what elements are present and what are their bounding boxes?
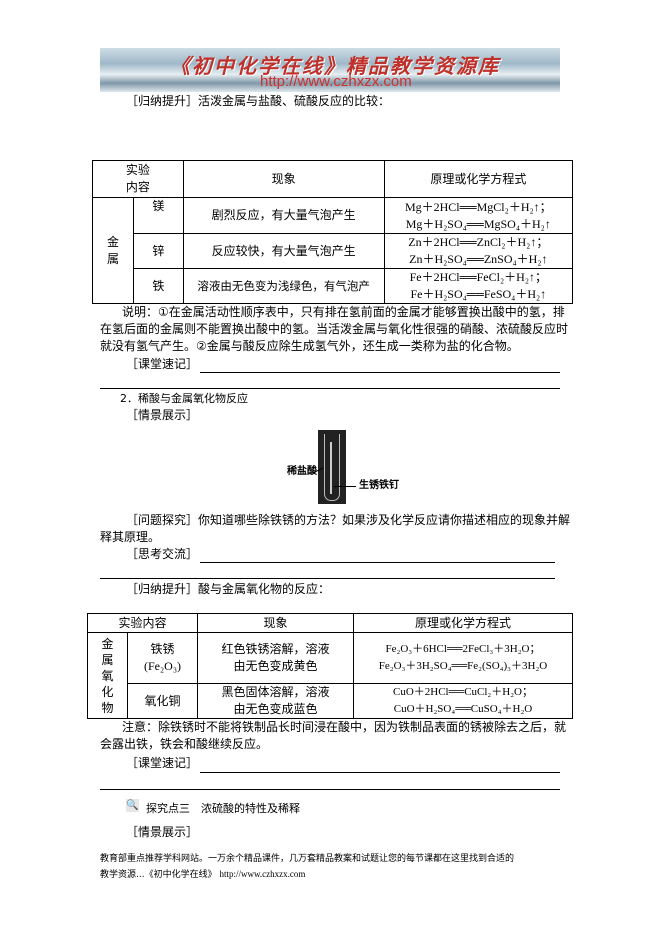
blank-line[interactable]	[100, 578, 555, 579]
banner-title: 《初中化学在线》精品教学资源库	[170, 54, 500, 78]
header-cell: 原理或化学方程式	[383, 160, 574, 198]
note-line: 就没有氢气产生。②金属与酸反应除生成氢气外，还生成一类称为盐的化合物。	[100, 339, 519, 353]
phenomenon-cell: 反应较快，有大量气泡产生	[182, 233, 385, 269]
equation-cell: CuO＋2HCl══CuCl₂＋H₂O；CuO＋H₂SO₄══CuSO₄＋H₂O	[353, 683, 573, 719]
equation-cell: Mg＋2HCl══MgCl₂＋H₂↑；Mg＋H₂SO₄══MgSO₄＋H₂↑	[383, 197, 574, 234]
header-cell: 实验内容	[92, 160, 184, 198]
equation-cell: Zn＋2HCl══ZnCl₂＋H₂↑；Zn＋H₂SO₄══ZnSO₄＋H₂↑	[383, 233, 574, 269]
banner-url[interactable]: http://www.czhxzx.com	[260, 73, 412, 90]
figure-label: 稀盐酸	[287, 466, 317, 477]
pointer-line	[334, 486, 356, 487]
metal-cell: 镁	[133, 197, 184, 234]
footer-url[interactable]: http://www.czhxzx.com	[219, 869, 306, 879]
group-cell: 金属氧化物	[87, 632, 128, 719]
group-cell: 金属	[92, 197, 134, 304]
magnifier-icon: 🔍	[126, 799, 139, 812]
table-row: 铁 溶液由无色变为浅绿色，有气泡产 Fe＋2HCl══FeCl₂＋H₂↑；Fe＋…	[93, 268, 574, 304]
site-banner: 《初中化学在线》精品教学资源库 http://www.czhxzx.com	[100, 48, 560, 92]
table-row: 锌 反应较快，有大量气泡产生 Zn＋2HCl══ZnCl₂＋H₂↑；Zn＋H₂S…	[93, 233, 574, 269]
header-cell: 实验内容	[87, 613, 198, 633]
discuss-label: ［思考交流］	[126, 547, 199, 561]
phenomenon-cell: 红色铁锈溶解，溶液由无色变成黄色	[197, 632, 354, 684]
blank-line[interactable]	[200, 772, 560, 773]
notes-label: ［课堂速记］	[126, 357, 199, 371]
metal-cell: 锌	[133, 233, 184, 269]
metal-acid-table: 实验内容 现象 原理或化学方程式 金属 镁 剧烈反应，有大量气泡产生 Mg＋2H…	[92, 160, 574, 304]
summary-label: ［归纳提升］酸与金属氧化物的反应：	[126, 582, 331, 596]
scene-label: ［情景展示］	[126, 825, 199, 839]
table-row: 金属 镁 剧烈反应，有大量气泡产生 Mg＋2HCl══MgCl₂＋H₂↑；Mg＋…	[92, 197, 574, 304]
note-line: 说明：①在金属活动性顺序表中，只有排在氢前面的金属才能够置换出酸中的氢，排	[122, 305, 565, 319]
blank-line[interactable]	[200, 562, 555, 563]
section-heading: ［归纳提升］活泼金属与盐酸、硫酸反应的比较：	[126, 94, 391, 108]
header-cell: 现象	[182, 160, 385, 198]
scene-label: ［情景展示］	[126, 408, 199, 422]
phenomenon-cell: 溶液由无色变为浅绿色，有气泡产	[182, 268, 385, 304]
section-heading: 2．稀酸与金属氧化物反应	[120, 392, 248, 405]
metal-cell: 铁	[133, 268, 184, 304]
table-row: 金属氧化物 铁锈(Fe₂O₃) 红色铁锈溶解，溶液由无色变成黄色 Fe₂O₃＋6…	[87, 632, 573, 719]
footer-line: 教育部重点推荐学科网站。一万余个精品课件，几万套精品教案和试题让您的每节课都在这…	[100, 854, 515, 864]
item-cell: 氧化铜	[127, 683, 198, 719]
equation-cell: Fe₂O₃＋6HCl══2FeCl₃＋3H₂O；Fe₂O₃＋3H₂SO₄══Fe…	[353, 632, 573, 684]
note-line: 会露出铁，铁会和酸继续反应。	[100, 737, 269, 751]
item-cell: 铁锈(Fe₂O₃)	[127, 632, 198, 684]
figure-label: 生锈铁钉	[359, 480, 399, 491]
note-line: 在氢后面的金属则不能置换出酸中的氢。当活泼金属与氧化性很强的硝酸、浓硫酸反应时	[100, 322, 569, 336]
note-line: 注意：除铁锈时不能将铁制品长时间浸在酸中，因为铁制品表面的锈被除去之后，就	[122, 720, 567, 734]
section-heading: 探究点三 浓硫酸的特性及稀释	[146, 802, 300, 815]
blank-line[interactable]	[100, 789, 560, 790]
equation-cell: Fe＋2HCl══FeCl₂＋H₂↑；Fe＋H₂SO₄══FeSO₄＋H₂↑	[383, 268, 574, 304]
header-cell: 现象	[197, 613, 354, 633]
test-tube-figure	[318, 430, 346, 504]
notes-label: ［课堂速记］	[126, 756, 199, 770]
acid-oxide-table: 实验内容 现象 原理或化学方程式 金属氧化物 铁锈(Fe₂O₃) 红色铁锈溶解，…	[87, 613, 573, 719]
blank-line[interactable]	[100, 388, 560, 389]
table-row: 氧化铜 黑色固体溶解，溶液由无色变成蓝色 CuO＋2HCl══CuCl₂＋H₂O…	[88, 683, 573, 719]
blank-line[interactable]	[200, 372, 560, 373]
phenomenon-cell: 剧烈反应，有大量气泡产生	[182, 197, 385, 234]
question-line: 释其原理。	[100, 530, 161, 544]
question-line: ［问题探究］你知道哪些除铁锈的方法？如果涉及化学反应请你描述相应的现象并解	[126, 513, 571, 527]
phenomenon-cell: 黑色固体溶解，溶液由无色变成蓝色	[197, 683, 354, 719]
header-cell: 原理或化学方程式	[353, 613, 573, 633]
footer-line: 教学资源...《初中化学在线》 http://www.czhxzx.com	[100, 869, 306, 880]
